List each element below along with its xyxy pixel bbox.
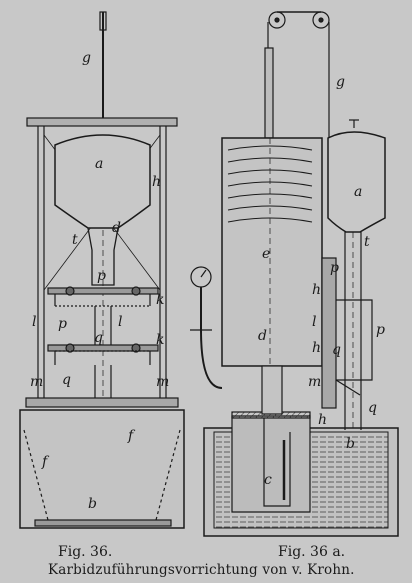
label-p: p — [376, 322, 385, 338]
label-l-left: l — [32, 314, 36, 330]
label-t: t — [364, 234, 370, 250]
label-h: h — [152, 174, 161, 190]
label-h1: h — [312, 282, 321, 298]
label-e: e — [262, 246, 270, 262]
label-k-top: k — [156, 292, 164, 308]
label-q: q — [368, 400, 377, 416]
label-h3: h — [318, 412, 327, 428]
label-l: l — [312, 314, 316, 330]
label-h2: h — [312, 340, 321, 356]
label-q1: q — [332, 342, 341, 358]
label-p1: p — [330, 260, 339, 276]
fig-36a-drawing — [190, 11, 399, 537]
label-g: g — [336, 74, 345, 90]
label-p: p — [97, 268, 106, 284]
label-a: a — [95, 156, 103, 172]
caption-fig-36: Fig. 36. — [58, 544, 113, 560]
label-f-left: f — [41, 454, 50, 470]
label-g: g — [82, 50, 91, 66]
label-m-right: m — [156, 374, 169, 390]
label-t: t — [72, 232, 78, 248]
fig-36-labels: g a h t d p p l l k k q q m m f f b — [30, 50, 169, 512]
label-k-bottom: k — [156, 332, 164, 348]
label-m-left: m — [30, 374, 43, 390]
caption-fig-36a: Fig. 36 a. — [278, 544, 346, 560]
label-q1: q — [62, 372, 71, 388]
fig-36a-labels: g e a t d p p h l h q m q h b c — [258, 74, 385, 488]
label-l-right: l — [118, 314, 122, 330]
label-a: a — [354, 184, 362, 200]
fig-36-drawing — [19, 11, 185, 529]
label-d: d — [258, 328, 267, 344]
label-f-right: f — [127, 428, 136, 444]
label-c: c — [264, 472, 272, 488]
label-b: b — [88, 496, 97, 512]
label-b: b — [346, 436, 355, 452]
label-p1: p — [58, 316, 67, 332]
label-d: d — [112, 220, 121, 236]
label-m: m — [308, 374, 321, 390]
label-q: q — [94, 330, 103, 346]
figure-title: Karbidzuführungsvorrichtung von v. Krohn… — [48, 562, 355, 578]
